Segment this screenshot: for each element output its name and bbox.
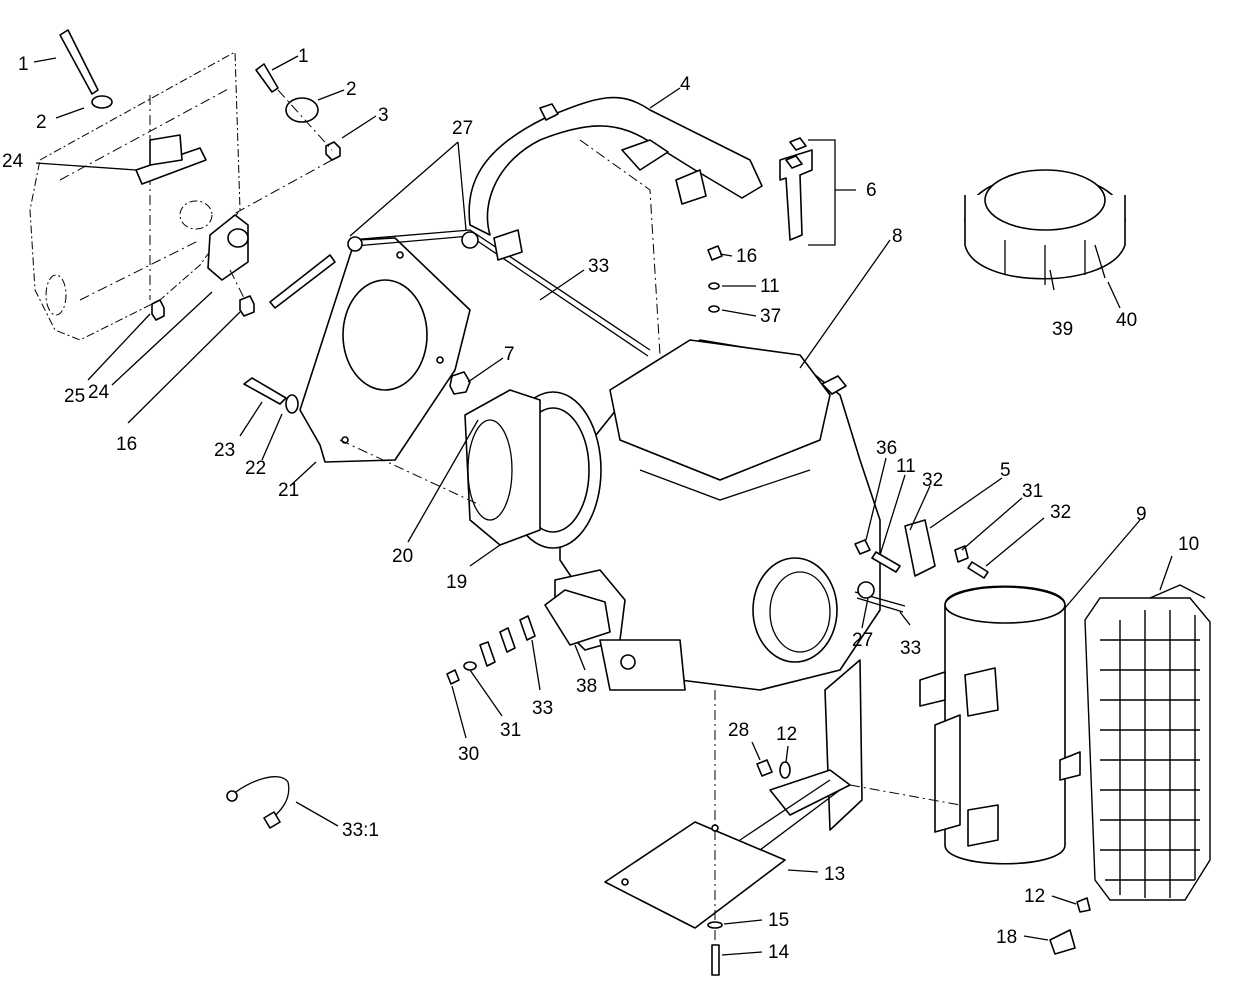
engine-body — [554, 339, 881, 691]
nut-25 — [151, 299, 165, 321]
callout-33-lower-left: 33 — [532, 698, 553, 719]
callout-9: 9 — [1136, 504, 1147, 525]
callout-37: 37 — [760, 306, 781, 327]
exhaust-hanger-bracket — [779, 137, 813, 241]
callout-7: 7 — [504, 344, 515, 365]
callout-32-upper: 32 — [922, 470, 943, 491]
callout-25: 25 — [64, 386, 85, 407]
isolator-mount-right — [207, 214, 249, 281]
callout-36: 36 — [876, 438, 897, 459]
callout-32-right: 32 — [1050, 502, 1071, 523]
callout-1-top-left: 1 — [18, 54, 29, 75]
muffler-guard-cage — [1084, 584, 1211, 901]
callout-33-lower-right: 33 — [900, 638, 921, 659]
fastener-set-right — [854, 519, 989, 613]
callout-1-top: 1 — [298, 46, 309, 67]
nut-16-left — [229, 269, 255, 317]
bolt-washer-nut-set — [231, 63, 341, 216]
callout-10: 10 — [1178, 534, 1199, 555]
cable-clamp-27 — [347, 231, 479, 252]
ground-wire — [226, 776, 290, 829]
nut-7 — [449, 371, 471, 395]
rear-mount-bracket-ghost — [29, 51, 241, 341]
left-bolt-1 — [59, 29, 113, 109]
callout-33-top: 33 — [588, 256, 609, 277]
callout-33-1: 33:1 — [342, 820, 379, 841]
bracket-6-leader — [808, 139, 856, 246]
callout-39: 39 — [1052, 319, 1073, 340]
muffler-guide-line — [849, 784, 961, 806]
callout-19: 19 — [446, 572, 467, 593]
callout-23: 23 — [214, 440, 235, 461]
fastener-stack-top — [707, 245, 723, 313]
callout-13: 13 — [824, 864, 845, 885]
plate-guide-line — [339, 439, 481, 506]
callout-11-right: 11 — [896, 456, 916, 477]
callout-20: 20 — [392, 546, 413, 567]
callout-12-right: 12 — [1024, 886, 1045, 907]
callout-22: 22 — [245, 458, 266, 479]
callout-2-top: 2 — [346, 79, 357, 100]
callout-12-center: 12 — [776, 724, 797, 745]
callout-30: 30 — [458, 744, 479, 765]
callout-38: 38 — [576, 676, 597, 697]
callout-40: 40 — [1116, 310, 1137, 331]
callout-28: 28 — [728, 720, 749, 741]
base-fasteners — [707, 759, 1091, 976]
callout-16-top: 16 — [736, 246, 757, 267]
air-filter-element — [964, 169, 1126, 285]
callout-6: 6 — [866, 180, 877, 201]
exhaust-pipe — [468, 96, 763, 356]
muffler-mount-bracket — [739, 659, 863, 851]
isolator-mount-left — [135, 134, 207, 185]
base-plate — [604, 821, 786, 929]
callout-8: 8 — [892, 226, 903, 247]
callout-3: 3 — [378, 105, 389, 126]
callout-16-left: 16 — [116, 434, 137, 455]
fastener-set-lower-left — [446, 589, 611, 685]
engine-mount-plate — [299, 237, 471, 463]
callout-11-top: 11 — [760, 276, 780, 297]
callout-14: 14 — [768, 942, 790, 963]
callout-27-top: 27 — [452, 118, 473, 139]
callout-27-lower: 27 — [852, 630, 873, 651]
callout-18: 18 — [996, 927, 1017, 948]
callout-5: 5 — [1000, 460, 1011, 481]
callout-2-top-left: 2 — [36, 112, 47, 133]
leader-lines — [33, 55, 1173, 956]
callout-4: 4 — [680, 74, 691, 95]
adapter-housing — [464, 389, 541, 546]
callout-24-bottom: 24 — [88, 382, 110, 403]
callout-31-lower: 31 — [500, 720, 521, 741]
callout-labels: 1 2 24 1 2 3 27 4 6 16 11 37 33 8 39 40 … — [2, 46, 1199, 963]
callout-31-right: 31 — [1022, 481, 1043, 502]
muffler — [919, 585, 1081, 865]
callout-15: 15 — [768, 910, 789, 931]
callout-21: 21 — [278, 480, 299, 501]
callout-24-top: 24 — [2, 151, 24, 172]
bolt-23-washer-22 — [243, 377, 299, 414]
